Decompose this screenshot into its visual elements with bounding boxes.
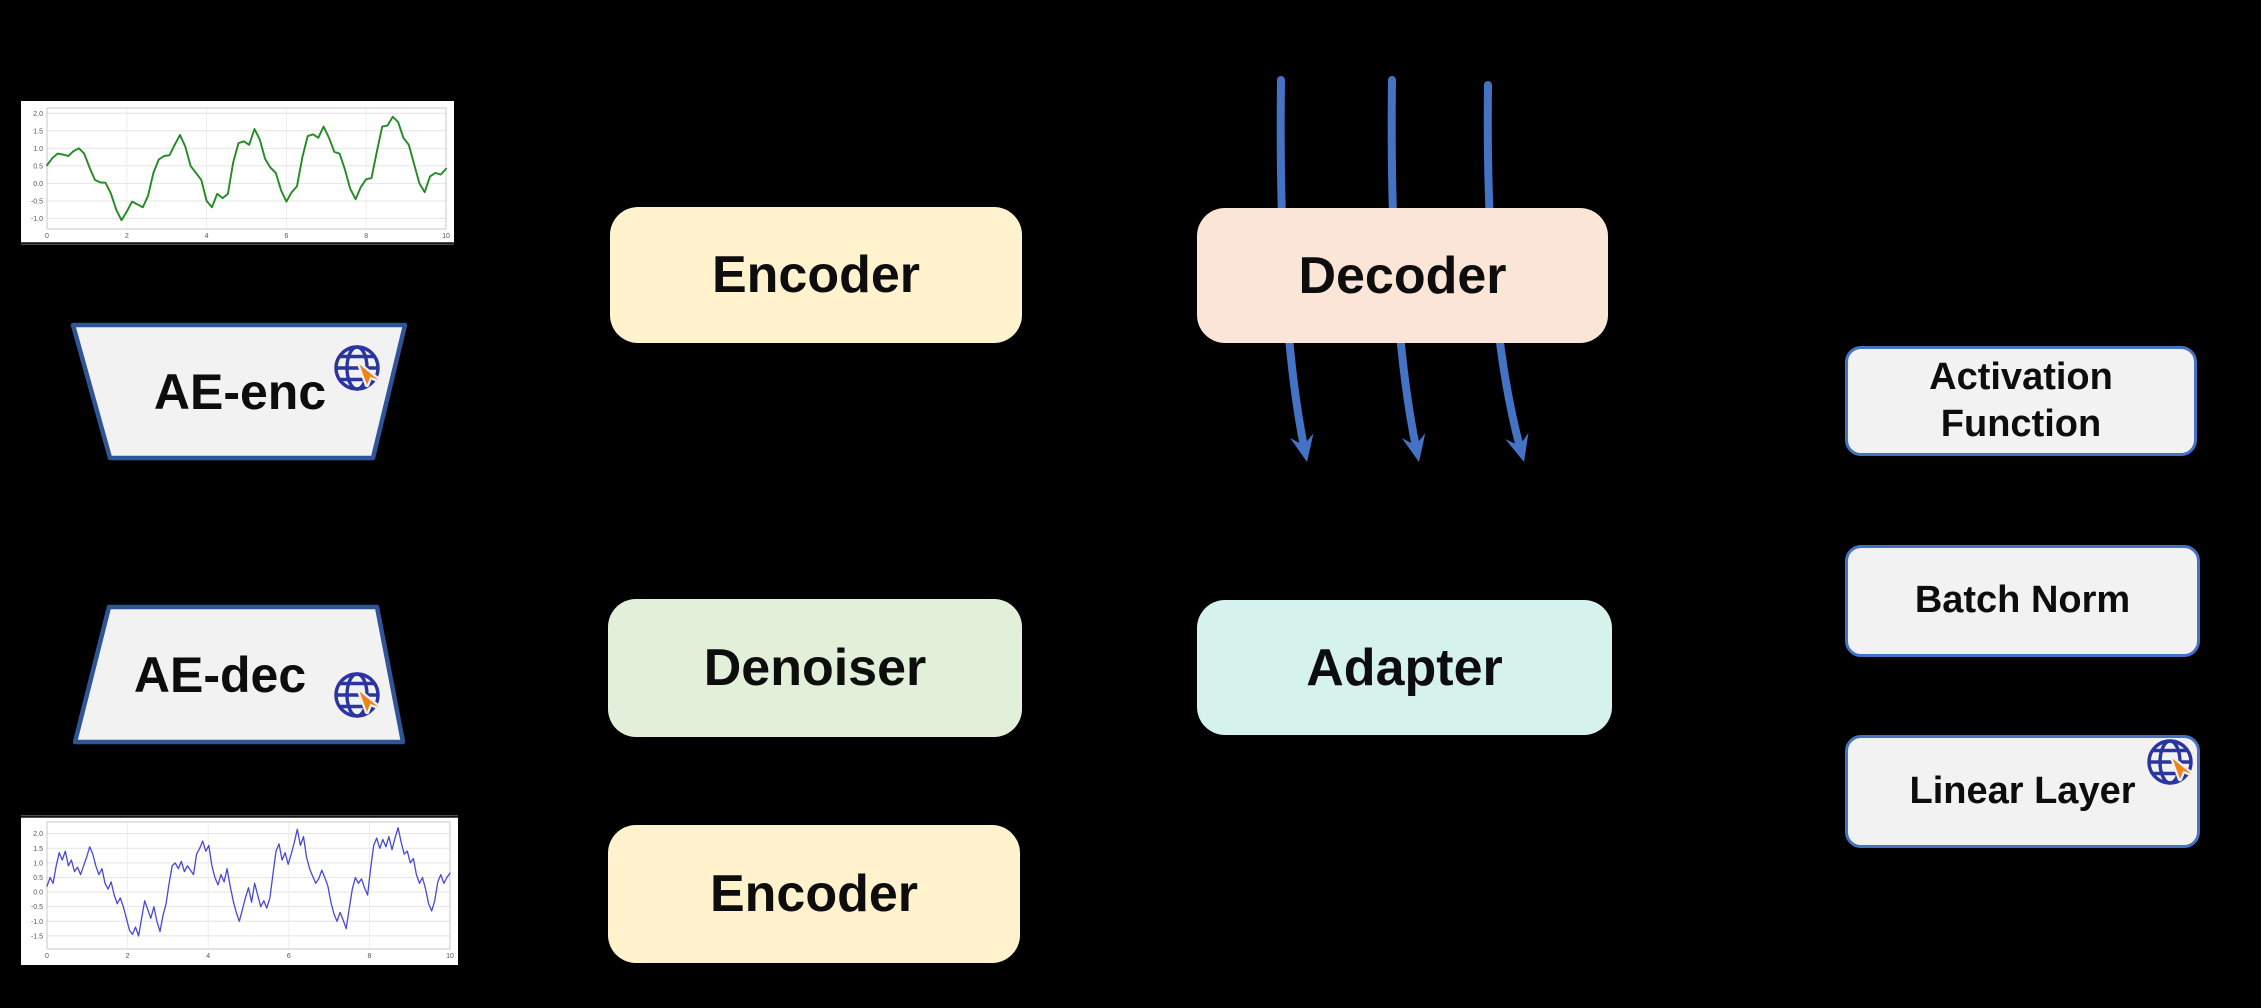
ae-dec-shape	[72, 604, 406, 745]
globe-cursor-icon	[2144, 736, 2196, 788]
linear-layer-box: Linear Layer	[1845, 735, 2200, 848]
svg-text:0: 0	[45, 233, 49, 240]
svg-text:4: 4	[206, 953, 210, 960]
decoder-box: Decoder	[1197, 208, 1608, 343]
svg-text:2: 2	[125, 233, 129, 240]
svg-text:0.0: 0.0	[33, 181, 43, 188]
svg-text:10: 10	[442, 233, 450, 240]
svg-text:-1.0: -1.0	[31, 216, 43, 223]
globe-cursor-icon	[331, 342, 383, 394]
svg-text:1.0: 1.0	[33, 860, 43, 867]
svg-text:1.5: 1.5	[33, 128, 43, 135]
clean-signal-plot: 2.0 1.5 1.0 0.5 0.0 -0.5 -1.0 0 2 4 6 8 10	[21, 101, 454, 245]
svg-text:2.0: 2.0	[33, 831, 43, 838]
svg-text:0.5: 0.5	[33, 163, 43, 170]
batch-norm-box: Batch Norm	[1845, 545, 2200, 657]
svg-text:4: 4	[205, 233, 209, 240]
svg-text:-0.5: -0.5	[31, 198, 43, 205]
svg-text:10: 10	[446, 953, 454, 960]
denoiser-box: Denoiser	[608, 599, 1022, 737]
svg-text:1.0: 1.0	[33, 146, 43, 153]
svg-text:0.0: 0.0	[33, 890, 43, 897]
svg-text:0: 0	[45, 953, 49, 960]
globe-cursor-icon	[331, 669, 383, 721]
svg-text:8: 8	[367, 953, 371, 960]
encoder-box-bottom: Encoder	[608, 825, 1020, 963]
svg-text:1.5: 1.5	[33, 846, 43, 853]
ae-enc-label: AE-enc	[153, 364, 327, 420]
ae-enc-block: AE-enc	[70, 322, 410, 462]
ae-enc-shape	[70, 322, 408, 461]
svg-text:2: 2	[126, 953, 130, 960]
adapter-box: Adapter	[1197, 600, 1612, 735]
svg-text:0.5: 0.5	[33, 875, 43, 882]
ae-dec-label: AE-dec	[133, 647, 307, 703]
svg-text:-1.5: -1.5	[31, 933, 43, 940]
ae-dec-block: AE-dec	[72, 604, 408, 746]
noisy-signal-plot: 2.0 1.5 1.0 0.5 0.0 -0.5 -1.0 -1.5 0 2 4 6 8 10	[21, 815, 458, 965]
encoder-box-top: Encoder	[610, 207, 1022, 343]
svg-text:6: 6	[284, 233, 288, 240]
svg-text:6: 6	[287, 953, 291, 960]
svg-text:-1.0: -1.0	[31, 919, 43, 926]
svg-text:2.0: 2.0	[33, 111, 43, 118]
svg-text:8: 8	[364, 233, 368, 240]
activation-function-box: Activation Function	[1845, 346, 2197, 456]
svg-text:-0.5: -0.5	[31, 904, 43, 911]
